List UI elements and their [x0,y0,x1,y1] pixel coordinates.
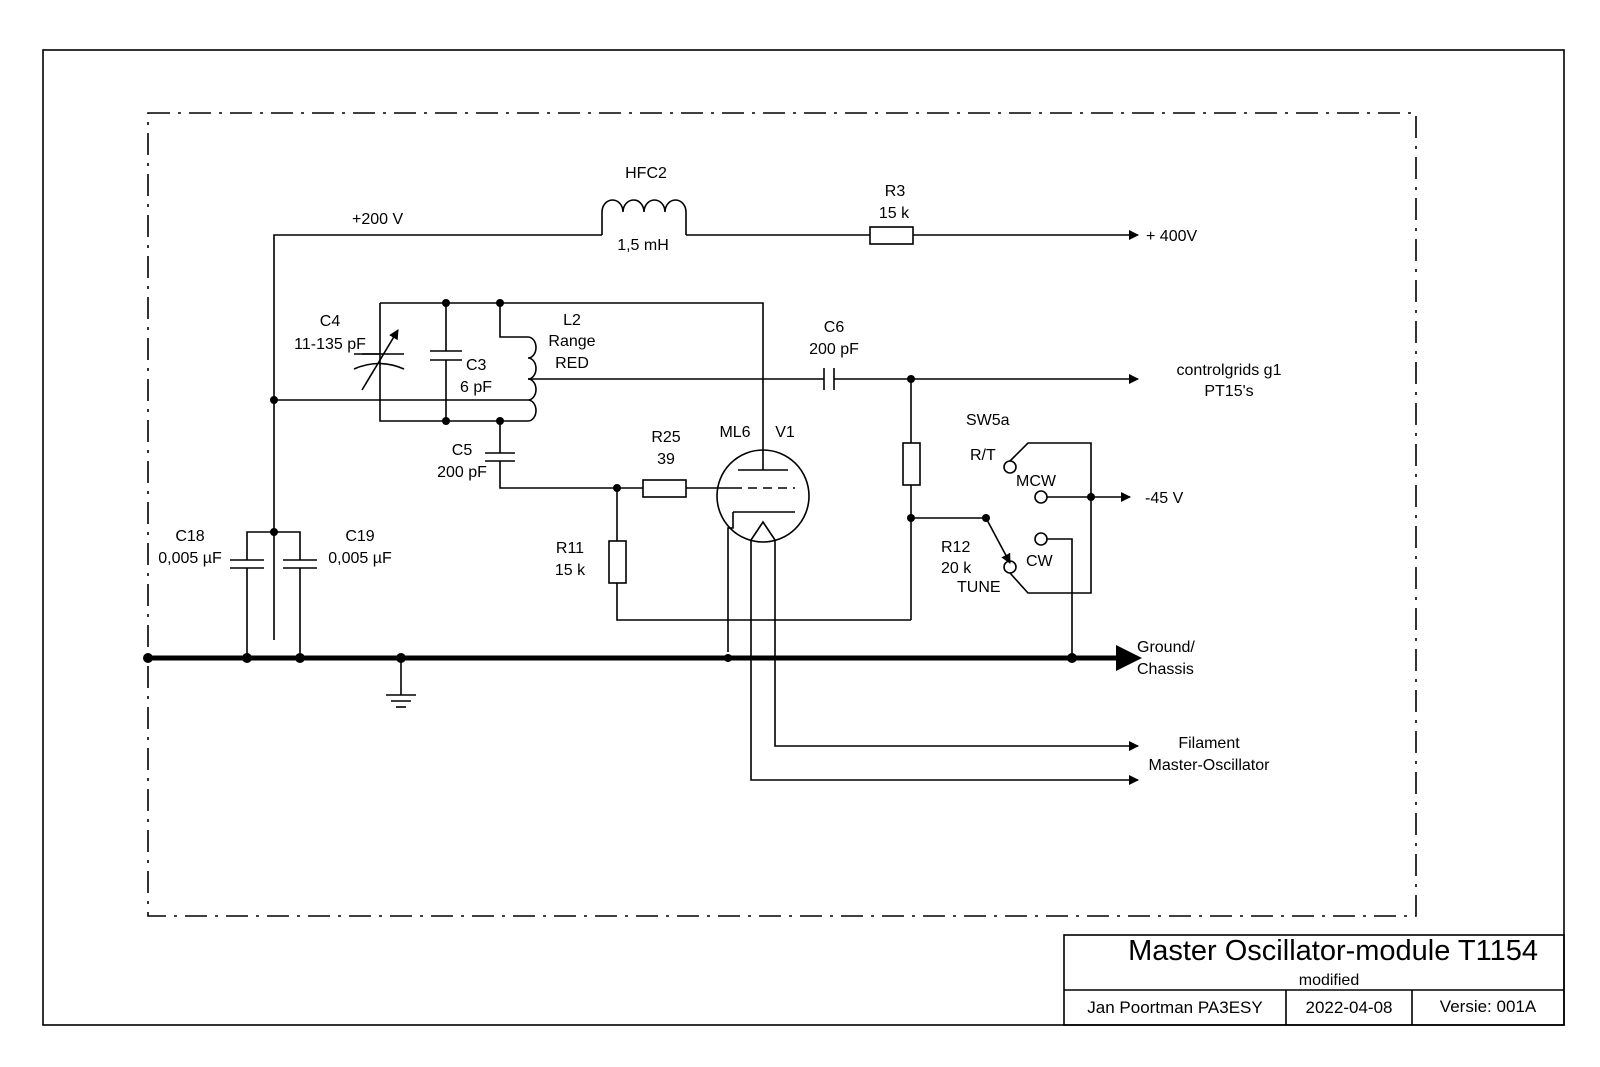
c19-label: C19 [345,528,374,545]
r3-label: R3 [885,183,906,200]
rt-label: R/T [970,447,996,464]
supply-rail [273,199,1139,640]
ground-label-2: Chassis [1137,661,1194,678]
filament-label-1: Filament [1178,735,1240,752]
ml6-label: ML6 [719,424,750,441]
c4-label: C4 [320,313,341,330]
drawing-frame [42,49,1565,1026]
grids-label-2: PT15's [1204,383,1253,400]
c6-value: 200 pF [809,341,859,358]
grids-label-1: controlgrids g1 [1177,362,1282,379]
c18-label: C18 [175,528,204,545]
v45-label: -45 V [1145,490,1184,507]
l2-label: L2 [563,312,581,329]
c3-value: 6 pF [460,379,492,396]
c19-value: 0,005 µF [328,550,392,567]
drawing-author: Jan Poortman PA3ESY [1087,998,1262,1017]
tank-circuit [274,302,1138,489]
r25-value: 39 [657,451,675,468]
c5-label: C5 [452,442,473,459]
drawing-version: Versie: 001A [1440,997,1537,1016]
title-block [1063,934,1565,1026]
sw5a-label: SW5a [966,412,1010,429]
v400-label: + 400V [1146,228,1197,245]
l2-red: RED [555,355,589,372]
r25-label: R25 [651,429,680,446]
r3-value: 15 k [879,205,910,222]
grid-bias-network [902,379,1131,655]
r12-label: R12 [941,539,970,556]
ground-label-1: Ground/ [1137,639,1195,656]
c18-value: 0,005 µF [158,550,222,567]
v1-label: V1 [775,424,795,441]
drawing-title: Master Oscillator-module T1154 [1128,935,1538,967]
r11-value: 15 k [555,562,586,579]
c5-value: 200 pF [437,464,487,481]
l2-range: Range [548,333,595,350]
drawing-subtitle: modified [1299,972,1359,989]
r12-value: 20 k [941,560,972,577]
ground-bus [148,645,1142,708]
decoupling-caps [230,531,317,655]
c4-value: 11-135 pF [294,336,366,353]
c6-label: C6 [824,319,845,336]
tube-v1 [716,449,1139,785]
hfc2-label: HFC2 [625,165,667,182]
mcw-label: MCW [1016,473,1057,490]
drawing-date: 2022-04-08 [1306,998,1393,1017]
c3-label: C3 [466,357,487,374]
r11-label: R11 [556,540,584,557]
r25-resistor [617,479,733,498]
cw-label: CW [1026,553,1054,570]
filament-label-2: Master-Oscillator [1149,757,1271,774]
module-boundary [147,112,1417,917]
hfc2-value: 1,5 mH [617,237,669,254]
v200-label: +200 V [352,211,403,228]
r11-resistor [608,488,911,621]
tune-label: TUNE [957,579,1001,596]
